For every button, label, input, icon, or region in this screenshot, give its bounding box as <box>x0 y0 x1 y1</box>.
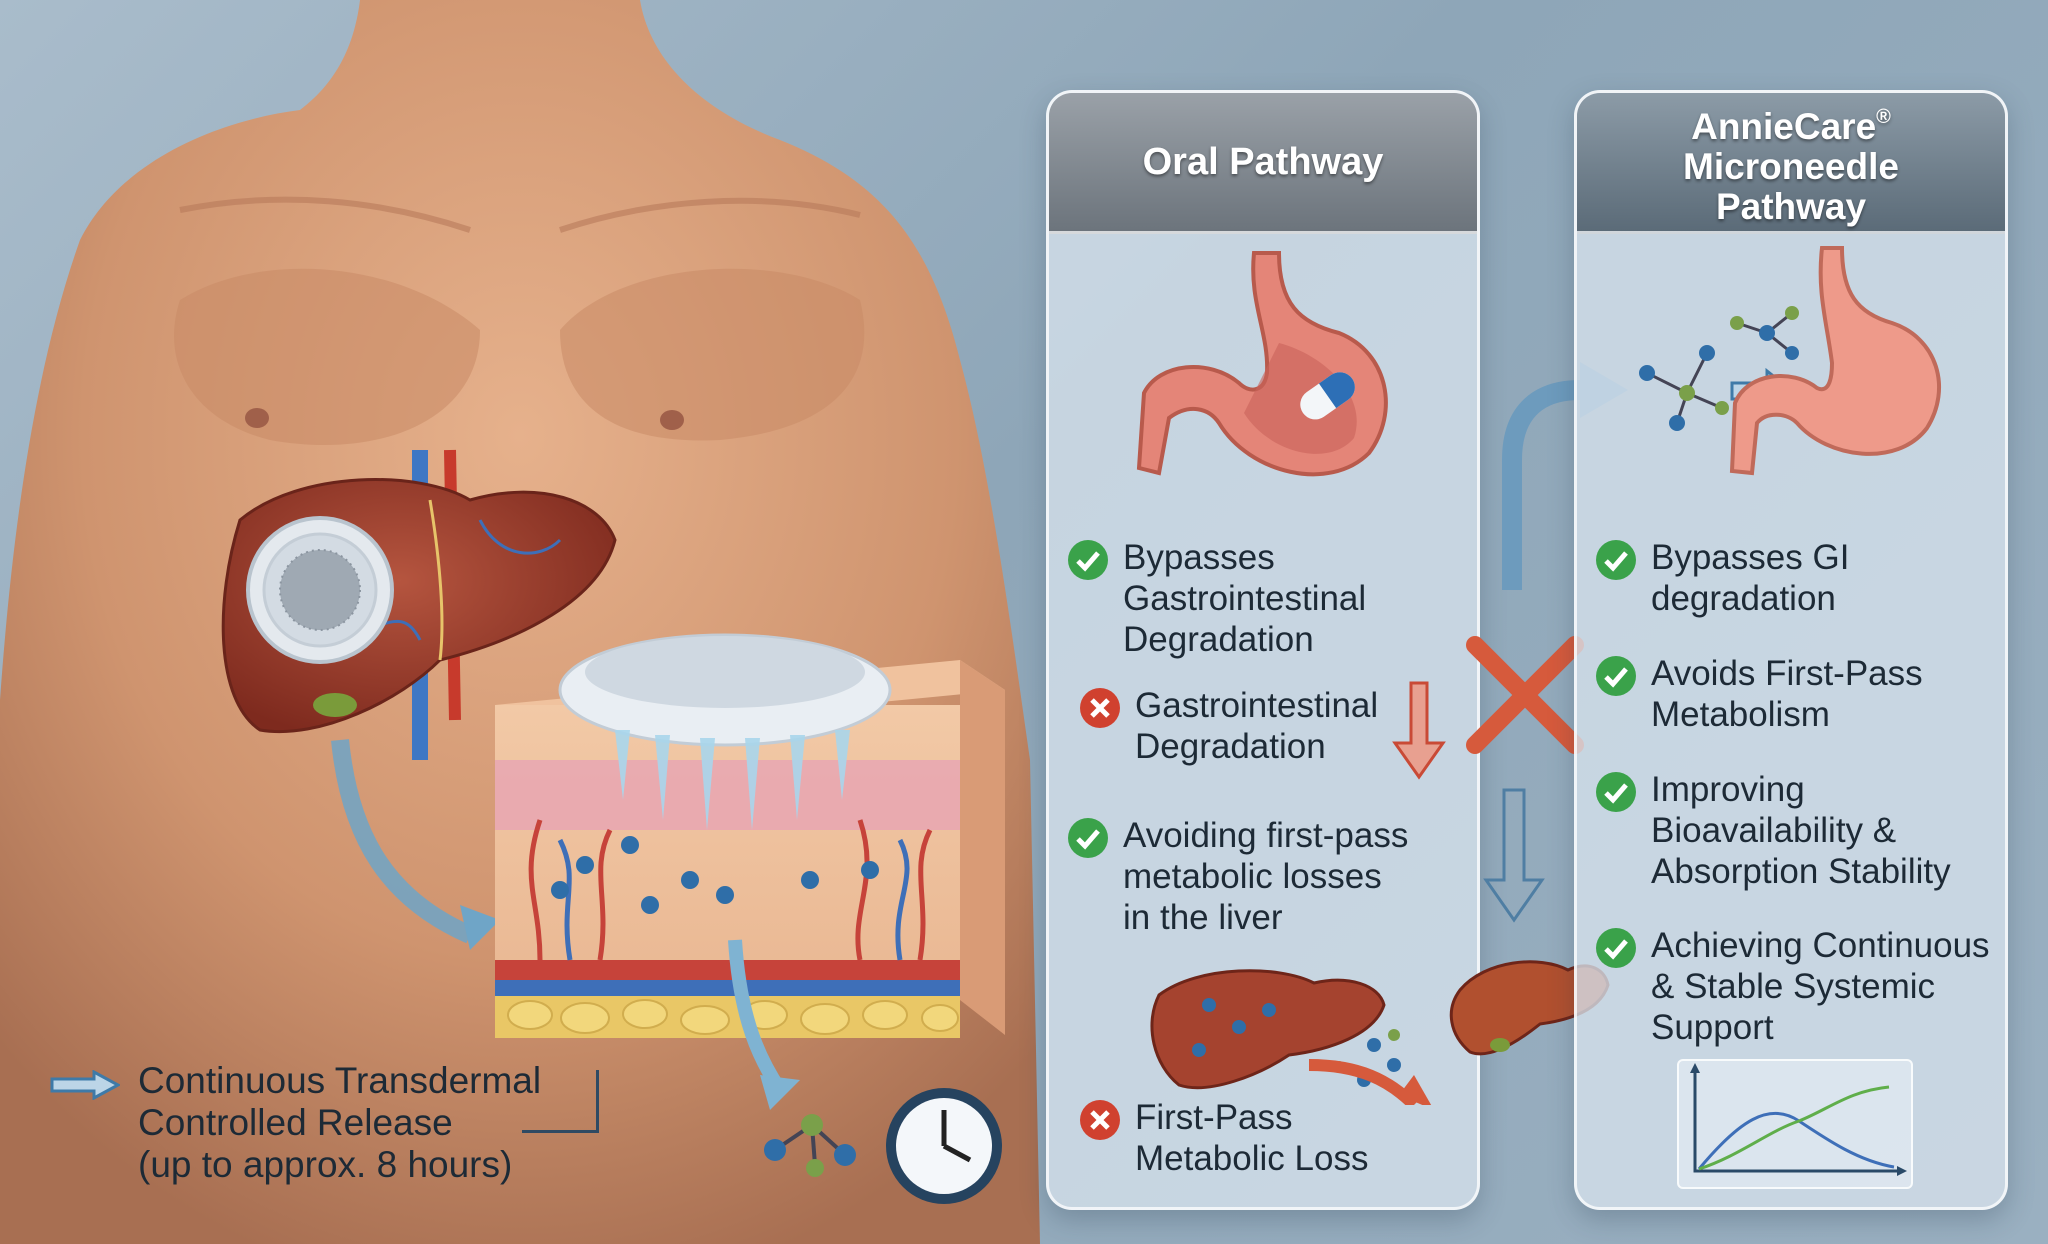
oral-panel-title: Oral Pathway <box>1049 93 1477 234</box>
check-icon <box>1596 656 1636 696</box>
red-down-arrow-icon <box>1392 681 1446 780</box>
oral-point-2-line: Gastrointestinal <box>1135 686 1379 725</box>
anniecare-point-3-line: Absorption Stability <box>1651 852 1951 891</box>
release-caption: Continuous Transdermal Controlled Releas… <box>50 1060 610 1186</box>
oral-point-1-line: Degradation <box>1123 620 1314 659</box>
torso-illustration <box>0 0 1040 1244</box>
oral-point-4: First-Pass Metabolic Loss <box>1079 1097 1368 1179</box>
oral-point-2-line: Degradation <box>1135 727 1326 766</box>
anniecare-point-4: Achieving Continuous & Stable Systemic S… <box>1595 925 1990 1048</box>
oral-point-3: Avoiding first-pass metabolic losses in … <box>1067 815 1408 938</box>
oral-point-3-line: metabolic losses <box>1123 857 1382 896</box>
concentration-curve-graphic <box>1690 1063 1907 1176</box>
check-icon <box>1596 772 1636 812</box>
anniecare-point-4-line: Support <box>1651 1008 1774 1047</box>
anniecare-pathway-panel: AnnieCare® Microneedle Pathway Bypasses … <box>1574 90 2008 1210</box>
anniecare-point-4-line: Achieving Continuous <box>1651 926 1990 965</box>
cross-icon <box>1080 688 1120 728</box>
anniecare-title-line: Microneedle <box>1683 146 1899 187</box>
oral-point-1: Bypasses Gastrointestinal Degradation <box>1067 537 1366 660</box>
anniecare-point-3-line: Improving <box>1651 770 1805 809</box>
check-icon <box>1068 540 1108 580</box>
release-caption-text: Continuous Transdermal Controlled Releas… <box>138 1060 541 1186</box>
release-line: Continuous Transdermal <box>138 1060 542 1101</box>
liver-with-molecules-icon <box>1150 969 1432 1105</box>
anniecare-point-2-line: Avoids First-Pass <box>1651 654 1923 693</box>
oral-point-4-line: Metabolic Loss <box>1135 1139 1369 1178</box>
anniecare-point-1-line: degradation <box>1651 579 1836 618</box>
cross-icon <box>1080 1100 1120 1140</box>
anniecare-point-1: Bypasses GI degradation <box>1595 537 1849 619</box>
oral-point-3-line: in the liver <box>1123 898 1283 937</box>
oral-point-1-line: Bypasses <box>1123 538 1275 577</box>
oral-point-4-line: First-Pass <box>1135 1098 1293 1137</box>
clock-icon <box>886 1088 1002 1204</box>
anniecare-panel-title: AnnieCare® Microneedle Pathway <box>1577 93 2005 234</box>
registered-mark: ® <box>1876 106 1891 128</box>
check-icon <box>1596 540 1636 580</box>
concentration-curve-chart <box>1677 1059 1913 1189</box>
oral-point-2: Gastrointestinal Degradation <box>1079 685 1378 767</box>
oral-point-1-line: Gastrointestinal <box>1123 579 1367 618</box>
molecules-to-stomach-icon <box>1639 246 1942 476</box>
release-line: (up to approx. 8 hours) <box>138 1144 513 1185</box>
outline-arrow-icon <box>50 1070 120 1100</box>
red-x-icon <box>1466 636 1584 754</box>
anniecare-point-4-line: & Stable Systemic <box>1651 967 1935 1006</box>
anniecare-point-2-line: Metabolism <box>1651 695 1830 734</box>
anniecare-title-line: AnnieCare <box>1691 106 1877 147</box>
anniecare-point-3: Improving Bioavailability & Absorption S… <box>1595 769 1951 892</box>
check-icon <box>1068 818 1108 858</box>
check-icon <box>1596 928 1636 968</box>
caption-bracket <box>522 1070 599 1133</box>
anniecare-point-1-line: Bypasses GI <box>1651 538 1850 577</box>
oral-point-3-line: Avoiding first-pass <box>1123 816 1409 855</box>
anniecare-point-3-line: Bioavailability & <box>1651 811 1897 850</box>
release-line: Controlled Release <box>138 1102 453 1143</box>
oral-pathway-panel: Oral Pathway Bypasses Gastrointestinal D… <box>1046 90 1480 1210</box>
anniecare-title-line: Pathway <box>1715 186 1867 227</box>
stomach-with-pill-icon <box>1136 251 1388 477</box>
anniecare-point-2: Avoids First-Pass Metabolism <box>1595 653 1923 735</box>
